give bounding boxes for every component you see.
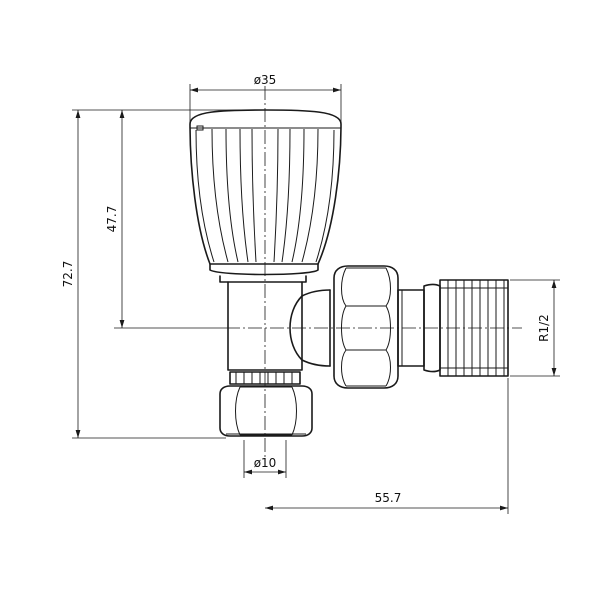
dim-overall-height: 72.7	[61, 109, 250, 439]
dim-thread-size-label: R1/2	[537, 314, 551, 342]
dim-head-diameter-label: ø35	[254, 73, 277, 87]
valve-handwheel	[189, 109, 342, 265]
center-lines	[226, 86, 522, 466]
dim-height-to-axis: 47.7	[105, 110, 226, 329]
dim-height-to-axis-label: 47.7	[105, 206, 119, 233]
head-skirt	[209, 263, 319, 283]
dim-pipe-diameter-label: ø10	[254, 456, 277, 470]
dim-overall-length: 55.7	[265, 378, 509, 514]
compression-nut-lower	[219, 371, 313, 437]
dim-overall-length-label: 55.7	[375, 491, 402, 505]
dim-thread-size: R1/2	[510, 279, 560, 377]
horizontal-outlet	[329, 265, 509, 389]
dim-overall-height-label: 72.7	[61, 261, 75, 288]
dim-pipe-diameter: ø10	[243, 440, 287, 478]
valve-body	[227, 281, 331, 373]
dim-head-diameter: ø35	[189, 73, 342, 122]
